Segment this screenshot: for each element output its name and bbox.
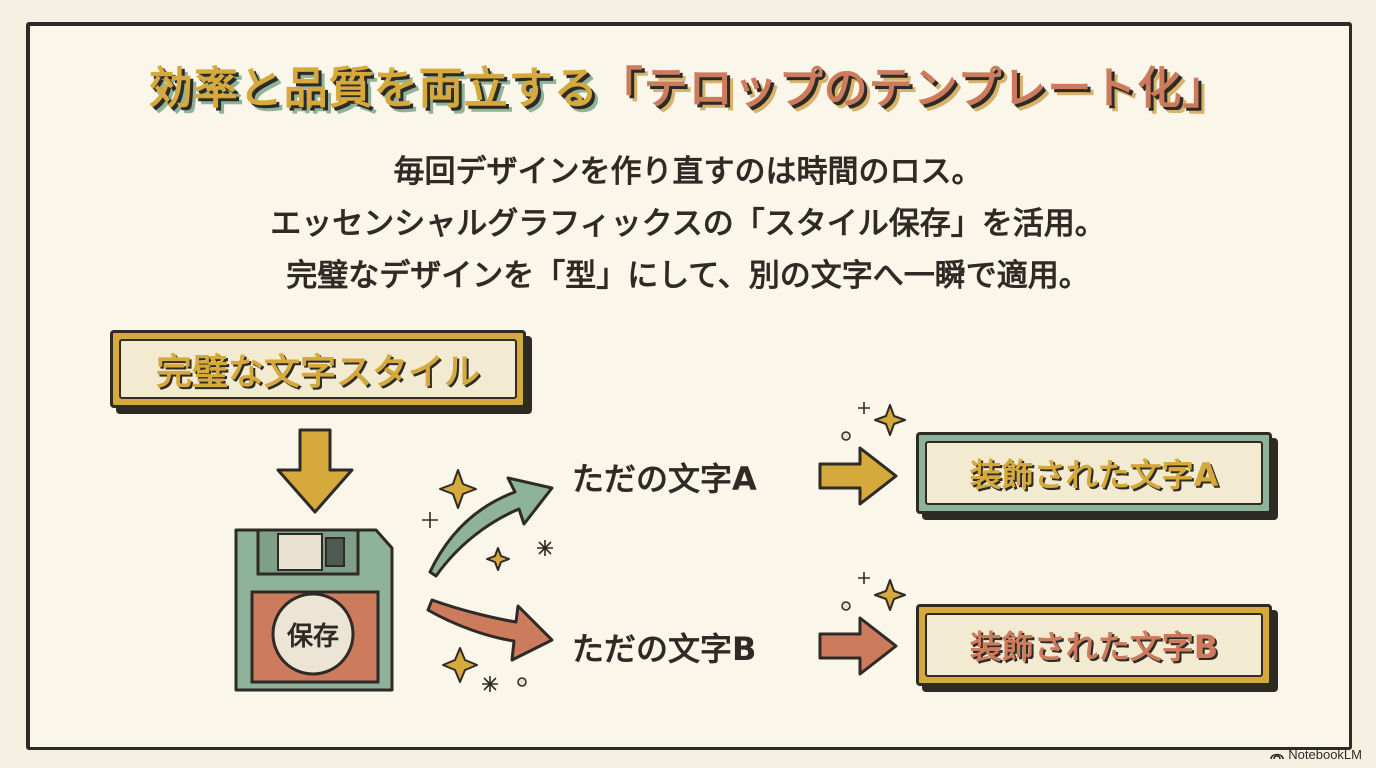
right-arrow-a-icon — [818, 446, 898, 506]
lead-text: 毎回デザインを作り直すのは時間のロス。 エッセンシャルグラフィックスの「スタイル… — [0, 146, 1376, 302]
curved-arrow-down-icon — [426, 598, 554, 662]
plain-text-b: ただの文字B — [572, 630, 757, 668]
sparkle-icon — [439, 469, 477, 509]
title-part2: 「テロップのテンプレート化」 — [598, 63, 1228, 114]
slide-title: 効率と品質を両立する「テロップのテンプレート化」 — [0, 52, 1376, 116]
curved-arrow-up-icon — [428, 476, 554, 578]
title-part1: 効率と品質を両立する — [148, 63, 599, 114]
lead-line-3: 完璧なデザインを「型」にして、別の文字へ一瞬で適用。 — [286, 258, 1090, 294]
twinkle-icon — [422, 512, 438, 528]
notebooklm-badge: NotebookLM — [1270, 747, 1362, 762]
source-style-label: 完璧な文字スタイル — [110, 330, 526, 408]
twinkle-icon — [482, 676, 498, 692]
dot-icon — [517, 677, 527, 687]
floppy-disk-icon — [234, 528, 394, 692]
down-arrow-icon — [276, 428, 354, 514]
twinkle-icon — [858, 402, 870, 414]
twinkle-icon — [537, 540, 553, 556]
dot-icon — [841, 431, 851, 441]
right-arrow-b-icon — [818, 616, 898, 676]
styled-text-a-box: 装飾された文字A — [916, 432, 1272, 514]
badge-text: NotebookLM — [1288, 747, 1362, 762]
notebook-logo-icon — [1270, 753, 1285, 759]
plain-text-a: ただの文字A — [572, 460, 757, 498]
styled-text-a: 装飾された文字A — [969, 456, 1219, 494]
lead-line-1: 毎回デザインを作り直すのは時間のロス。 — [393, 154, 983, 190]
twinkle-icon — [858, 572, 870, 584]
save-label: 保存 — [286, 622, 339, 652]
styled-text-b: 装飾された文字B — [969, 628, 1219, 666]
sparkle-icon — [442, 647, 478, 683]
sparkle-icon — [486, 547, 510, 571]
sparkle-icon — [874, 404, 906, 436]
source-style-text: 完璧な文字スタイル — [155, 352, 480, 393]
dot-icon — [841, 601, 851, 611]
sparkle-icon — [874, 579, 906, 611]
lead-line-2: エッセンシャルグラフィックスの「スタイル保存」を活用。 — [270, 206, 1106, 242]
styled-text-b-box: 装飾された文字B — [916, 604, 1272, 686]
